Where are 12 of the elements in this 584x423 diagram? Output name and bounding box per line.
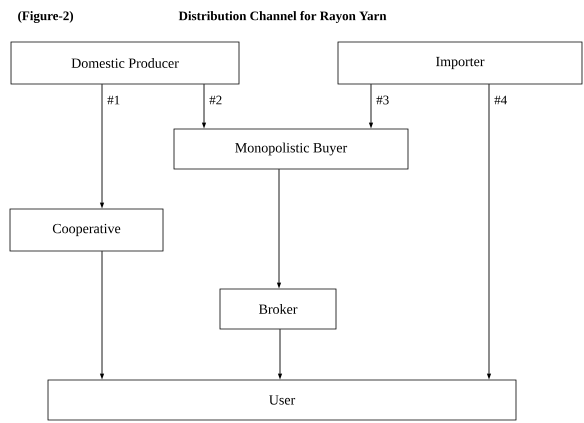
process-box: Cooperative bbox=[10, 208, 164, 252]
process-box: Monopolistic Buyer bbox=[174, 128, 408, 170]
edge-label: #1 bbox=[107, 96, 120, 104]
process-box: Importer bbox=[338, 42, 582, 84]
process-box: Broker bbox=[220, 288, 336, 330]
edge-label: #3 bbox=[376, 96, 389, 104]
process-box: Domestic Producer bbox=[10, 42, 240, 84]
edge-label: #4 bbox=[494, 96, 507, 104]
figure-number: (Figure-2) bbox=[18, 11, 74, 23]
title: Distribution Channel for Rayon Yarn bbox=[178, 11, 386, 23]
edge-label: #2 bbox=[209, 96, 222, 104]
process-box: User bbox=[48, 380, 516, 420]
